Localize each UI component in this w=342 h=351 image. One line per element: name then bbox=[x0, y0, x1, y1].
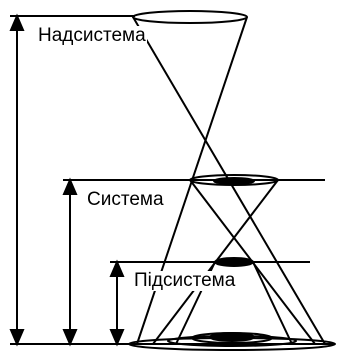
system-label: Система bbox=[86, 189, 165, 210]
subsystem-arrow-head-up bbox=[109, 259, 125, 277]
base-core-ellipse bbox=[209, 332, 255, 342]
subsystem-cone-top-ellipse bbox=[214, 257, 254, 267]
supersystem-label: Надсистема bbox=[37, 25, 147, 46]
system-arrow-head-up bbox=[62, 177, 78, 195]
supersystem-arrow-head-up bbox=[9, 13, 25, 31]
supersystem-cone-top-ellipse bbox=[132, 10, 248, 24]
system-arrow-head-down bbox=[62, 329, 78, 347]
supersystem-arrow-head-down bbox=[9, 329, 25, 347]
subsystem-arrow-head-down bbox=[109, 329, 125, 347]
subsystem-cone-right-edge bbox=[252, 261, 293, 345]
system-cone-inner-ellipse bbox=[213, 177, 255, 185]
subsystem-label: Підсистема bbox=[133, 270, 237, 291]
